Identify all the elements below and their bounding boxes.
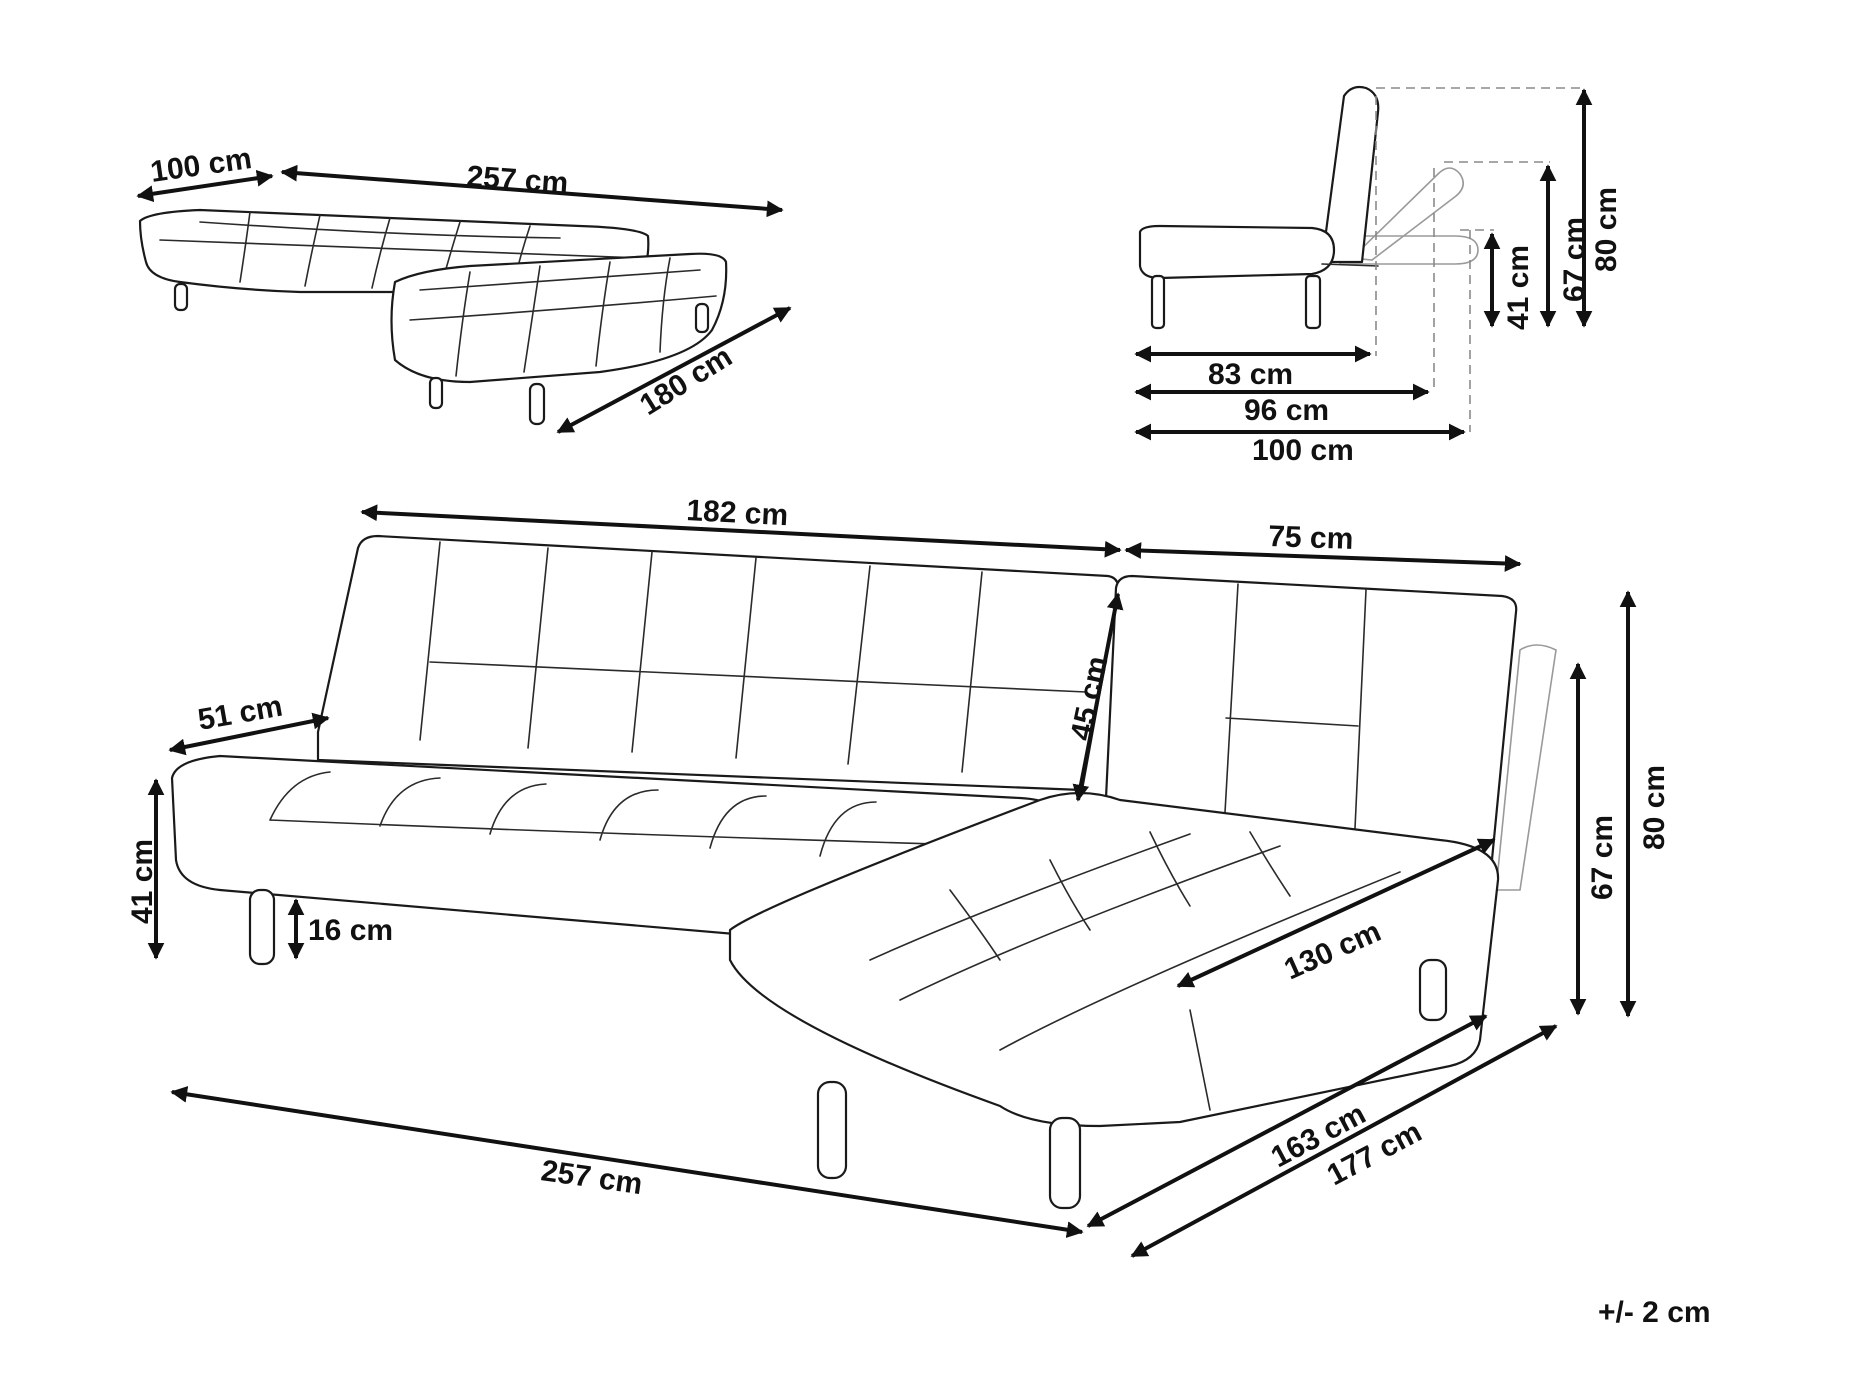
dim-line-bed-depth (136, 169, 274, 203)
dim-line-chaise-seat (1176, 838, 1496, 988)
bed-configuration-view: 100 cm 257 cm 180 cm (136, 142, 792, 434)
tolerance-note: +/- 2 cm (1598, 1296, 1711, 1329)
dim-line-total-depth (1130, 1024, 1558, 1258)
dim-label-side-mid-height: 67 cm (1558, 217, 1591, 302)
dim-line-bed-length (280, 164, 784, 218)
main-backrest-seams (419, 541, 1087, 773)
dim-label-leg-height: 16 cm (308, 914, 393, 947)
dim-label-main-full-height: 80 cm (1638, 765, 1671, 850)
ghost-reclined-back (1495, 644, 1557, 891)
side-seat (1138, 224, 1336, 280)
chaise-backrest-seams (1223, 583, 1367, 851)
bed-leg (528, 382, 546, 426)
ghost-back-flat (1339, 235, 1479, 265)
ghost-back-reclined (1350, 167, 1464, 261)
main-leg (816, 1080, 848, 1180)
side-backrest (1320, 85, 1380, 264)
side-leg (1304, 274, 1322, 330)
dim-label-chaise-width: 75 cm (1268, 520, 1354, 556)
dim-label-side-full-depth: 100 cm (1252, 434, 1354, 467)
dim-label-side-mid-depth: 96 cm (1244, 394, 1329, 427)
dim-label-main-back-width: 182 cm (686, 494, 789, 532)
dim-line-chaise-width (1124, 542, 1522, 572)
dim-label-main-seat-height: 41 cm (126, 839, 159, 924)
dim-label-side-seat-height: 41 cm (1502, 245, 1535, 330)
main-leg (248, 888, 276, 966)
bed-leg (173, 282, 189, 312)
main-leg (1418, 958, 1448, 1022)
main-sofa-view: 182 cm 75 cm 45 cm 51 cm 41 cm 16 cm 130… (126, 494, 1671, 1258)
dim-label-side-seat-depth: 83 cm (1208, 358, 1293, 391)
bed-leg (694, 302, 710, 334)
main-leg (1048, 1116, 1082, 1210)
dim-line-chaise-length (556, 306, 792, 434)
side-frame-line (1321, 263, 1379, 267)
dim-line-total-width (170, 1085, 1084, 1239)
bed-leg (428, 376, 444, 410)
dim-label-side-back-height: 80 cm (1590, 187, 1623, 272)
dim-line-main-seat-depth (168, 712, 330, 756)
side-leg (1150, 274, 1166, 330)
bed-seam-lines (159, 211, 641, 291)
side-profile-view: 83 cm 96 cm 100 cm 41 cm 67 cm 80 cm (1134, 85, 1623, 467)
chaise-backrest (1102, 574, 1518, 882)
dim-line-main-back-height (1072, 592, 1124, 802)
dim-line-main-back-width (360, 504, 1122, 558)
main-seat-seams (269, 771, 1001, 857)
dim-label-bed-length: 257 cm (466, 160, 570, 200)
dim-label-main-mid-height: 67 cm (1586, 815, 1619, 900)
